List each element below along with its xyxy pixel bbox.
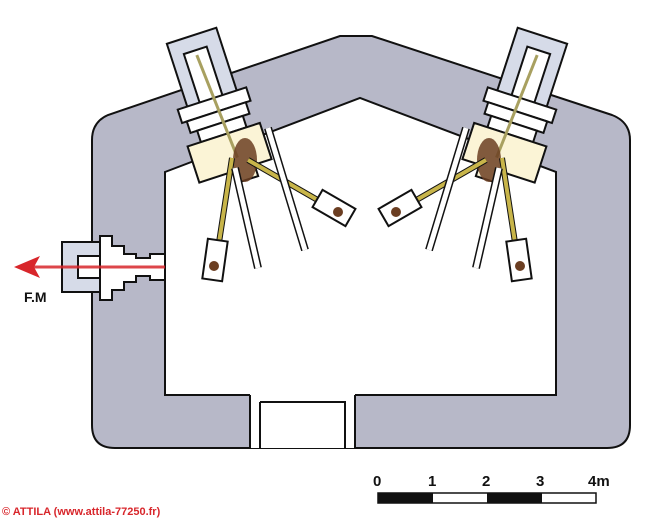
fm-label: F.M [24, 289, 47, 305]
scale-tick-4: 4m [588, 473, 610, 490]
scale-tick-0: 0 [373, 473, 381, 490]
scale-tick-1: 1 [428, 473, 436, 490]
inner-room [164, 96, 557, 396]
scale-tick-2: 2 [482, 473, 490, 490]
scale-tick-3: 3 [536, 473, 544, 490]
fm-arrow [14, 256, 165, 278]
scale-bar: 0 1 2 3 4m [373, 473, 610, 504]
copyright: © ATTILA (www.attila-77250.fr) [2, 506, 161, 518]
doorway [249, 394, 356, 448]
